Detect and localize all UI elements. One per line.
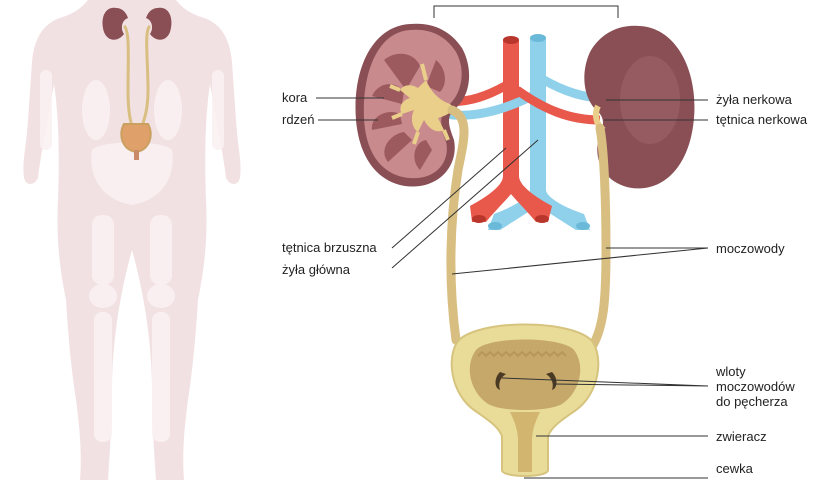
label-tetnica-nerkowa: tętnica nerkowa <box>716 112 808 127</box>
ureter-right <box>585 123 611 355</box>
aorta <box>470 40 552 222</box>
label-wloty-line-3: do pęcherza <box>716 394 788 409</box>
label-cewka: cewka <box>716 461 753 476</box>
body-silhouette <box>23 0 241 480</box>
label-wloty-line-1: wloty <box>716 364 746 379</box>
ureter-opening-right <box>546 372 557 390</box>
ureter-left <box>446 105 469 345</box>
label-zyla-nerkowa: żyła nerkowa <box>716 92 792 107</box>
bladder <box>450 323 600 477</box>
bladder-inner <box>469 339 581 410</box>
label-tetnica-brzuszna: tętnica brzuszna <box>282 240 377 255</box>
body-bones <box>40 70 224 442</box>
leader-lines <box>316 97 709 479</box>
mini-urethra <box>134 150 139 160</box>
renal-artery-right <box>514 86 601 125</box>
label-moczowody: moczowody <box>716 241 785 256</box>
mini-kidney-left <box>102 7 128 40</box>
ureter-opening-left <box>495 372 506 390</box>
vena-cava <box>488 38 590 230</box>
label-zwieracz: zwieracz <box>716 429 767 444</box>
kidney-left-section <box>355 23 470 187</box>
kidney-left-pelvis <box>400 80 454 132</box>
label-wloty-line-2: moczowodów <box>716 379 795 394</box>
mini-ureter-left <box>122 24 134 127</box>
top-bracket <box>433 5 619 18</box>
mini-bladder <box>120 123 152 154</box>
label-zyla-glowna: żyła główna <box>282 262 350 277</box>
bladder-rugae <box>477 350 567 358</box>
mini-urinary-system <box>102 7 172 160</box>
kidney-right <box>584 25 695 189</box>
mini-kidney-right <box>146 7 172 40</box>
label-rdzen: rdzeń <box>282 112 315 127</box>
label-kora: kora <box>282 90 308 105</box>
mini-ureter-right <box>140 24 152 127</box>
body-outline <box>23 0 241 480</box>
urethra <box>510 412 540 472</box>
